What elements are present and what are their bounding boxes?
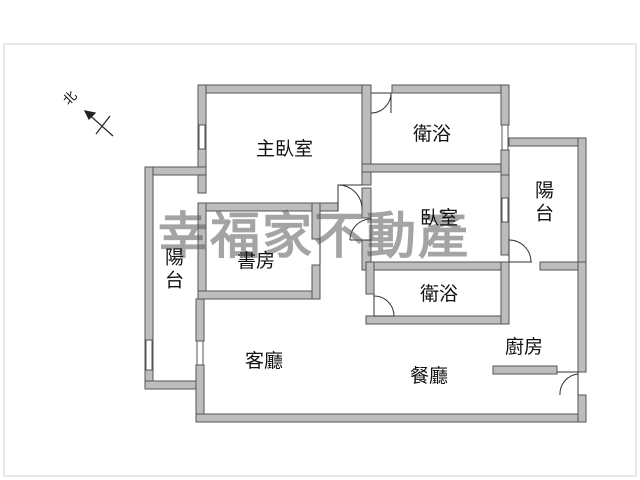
room-study: 書房 — [237, 250, 276, 272]
page-border — [3, 43, 637, 477]
room-master-bedroom: 主臥室 — [256, 138, 314, 160]
room-balcony-right: 陽台 — [532, 180, 554, 226]
room-dining: 餐廳 — [410, 365, 449, 387]
room-living: 客廳 — [245, 350, 284, 372]
room-bedroom: 臥室 — [420, 207, 459, 229]
doors — [319, 92, 579, 396]
room-bath-mid: 衛浴 — [420, 283, 459, 305]
room-bath-top: 衛浴 — [413, 123, 452, 145]
watermark: 幸福家不動產 — [158, 207, 470, 265]
room-balcony-left: 陽台 — [162, 247, 184, 293]
windows — [145, 124, 509, 371]
north-arrow-icon — [83, 110, 114, 137]
room-kitchen: 廚房 — [505, 336, 544, 358]
